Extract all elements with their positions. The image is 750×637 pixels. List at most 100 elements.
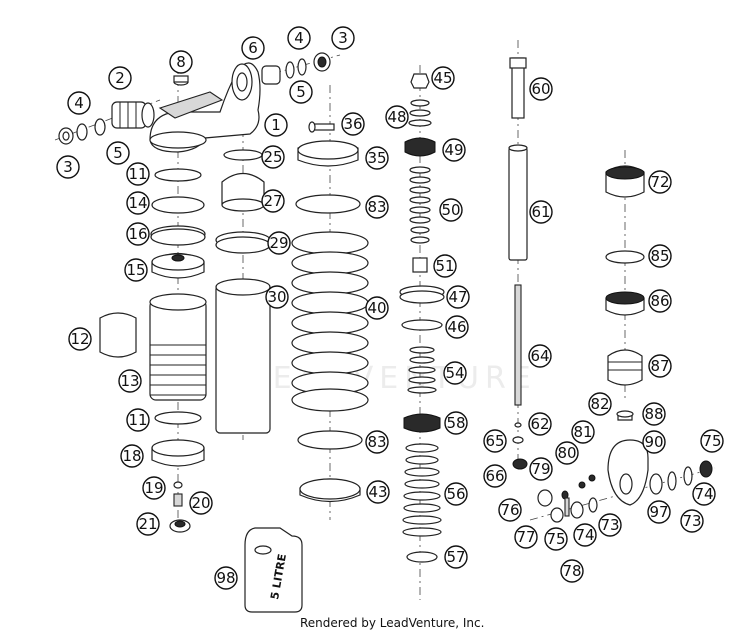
callout-74-left: 74 (573, 523, 597, 547)
callout-13: 13 (118, 369, 142, 393)
svg-text:66: 66 (485, 467, 504, 485)
svg-text:13: 13 (120, 372, 139, 390)
nut-88 (616, 410, 634, 421)
svg-text:21: 21 (138, 515, 157, 533)
callout-82: 82 (588, 392, 612, 416)
svg-text:54: 54 (445, 364, 464, 382)
svg-text:27: 27 (263, 192, 282, 210)
callout-50: 50 (439, 198, 463, 222)
callout-30: 30 (265, 285, 289, 309)
callout-86: 86 (648, 289, 672, 313)
sleeve-12 (99, 312, 137, 358)
callout-43: 43 (366, 480, 390, 504)
svg-text:74: 74 (694, 485, 713, 503)
cap-15 (151, 252, 205, 279)
callout-4-right: 4 (287, 26, 311, 50)
callout-11-bottom: 11 (126, 408, 150, 432)
ring-83-bottom (297, 430, 363, 450)
svg-text:75: 75 (702, 432, 721, 450)
svg-text:4: 4 (294, 29, 304, 47)
svg-text:3: 3 (63, 158, 73, 176)
ring-29 (215, 231, 271, 254)
bellows-13 (149, 293, 207, 401)
callout-73-left: 73 (598, 513, 622, 537)
svg-text:2: 2 (115, 69, 125, 87)
ring-16 (150, 225, 206, 246)
callout-80: 80 (555, 441, 579, 465)
svg-text:90: 90 (644, 433, 663, 451)
callout-83-bottom: 83 (365, 430, 389, 454)
svg-text:83: 83 (367, 433, 386, 451)
callout-36: 36 (341, 112, 365, 136)
callout-77: 77 (514, 525, 538, 549)
svg-text:11: 11 (128, 165, 147, 183)
bolt-36 (308, 121, 335, 133)
callout-27: 27 (261, 189, 285, 213)
washer-57 (406, 551, 438, 563)
svg-text:88: 88 (644, 405, 663, 423)
callout-4-left: 4 (67, 91, 91, 115)
svg-text:40: 40 (367, 299, 386, 317)
svg-text:74: 74 (575, 526, 594, 544)
small-parts-19-20-21 (169, 481, 191, 533)
callout-6: 6 (241, 36, 265, 60)
svg-text:83: 83 (367, 198, 386, 216)
svg-text:76: 76 (500, 501, 519, 519)
callout-48: 48 (385, 105, 409, 129)
svg-text:12: 12 (70, 330, 89, 348)
svg-text:5: 5 (296, 83, 306, 101)
svg-text:81: 81 (573, 423, 592, 441)
svg-text:97: 97 (649, 503, 668, 521)
callout-61: 61 (529, 200, 553, 224)
callout-62: 62 (528, 412, 552, 436)
callout-15: 15 (124, 258, 148, 282)
callout-29: 29 (267, 231, 291, 255)
ring-83-top (295, 194, 361, 214)
callout-75-left: 75 (544, 527, 568, 551)
svg-text:8: 8 (176, 53, 186, 71)
svg-text:60: 60 (531, 80, 550, 98)
ring-14 (151, 196, 205, 214)
callout-40: 40 (365, 296, 389, 320)
tube-61 (508, 144, 528, 261)
callout-11-top: 11 (126, 162, 150, 186)
callout-87: 87 (648, 354, 672, 378)
ring-46 (401, 319, 443, 331)
callout-19: 19 (142, 476, 166, 500)
svg-text:79: 79 (531, 460, 550, 478)
callout-65: 65 (483, 429, 507, 453)
svg-text:64: 64 (530, 347, 549, 365)
bladder-87 (607, 349, 643, 386)
callout-72: 72 (648, 170, 672, 194)
svg-text:20: 20 (191, 494, 210, 512)
callout-90: 90 (642, 430, 666, 454)
svg-text:48: 48 (387, 108, 406, 126)
right-bearing-parts (261, 52, 331, 85)
callout-73-right: 73 (680, 509, 704, 533)
seat-43 (299, 478, 361, 503)
svg-text:19: 19 (144, 479, 163, 497)
piston-58 (403, 413, 441, 433)
cap-86 (605, 291, 645, 316)
callout-12: 12 (68, 327, 92, 351)
callout-74-right: 74 (692, 482, 716, 506)
svg-text:43: 43 (368, 483, 387, 501)
svg-text:56: 56 (446, 485, 465, 503)
callout-1: 1 (264, 113, 288, 137)
left-bushings (537, 474, 598, 523)
parts-62-65-66 (512, 422, 528, 470)
svg-text:6: 6 (248, 39, 258, 57)
svg-text:45: 45 (433, 69, 452, 87)
callout-47: 47 (446, 285, 470, 309)
washers-48 (408, 99, 432, 127)
callout-5-right: 5 (289, 80, 313, 104)
o-ring-11-top (154, 168, 202, 182)
callout-20: 20 (189, 491, 213, 515)
callout-8: 8 (169, 50, 193, 74)
ring-47 (399, 285, 445, 304)
svg-text:4: 4 (74, 94, 84, 112)
svg-text:25: 25 (263, 148, 282, 166)
svg-text:14: 14 (128, 194, 147, 212)
cap-72 (605, 165, 645, 198)
